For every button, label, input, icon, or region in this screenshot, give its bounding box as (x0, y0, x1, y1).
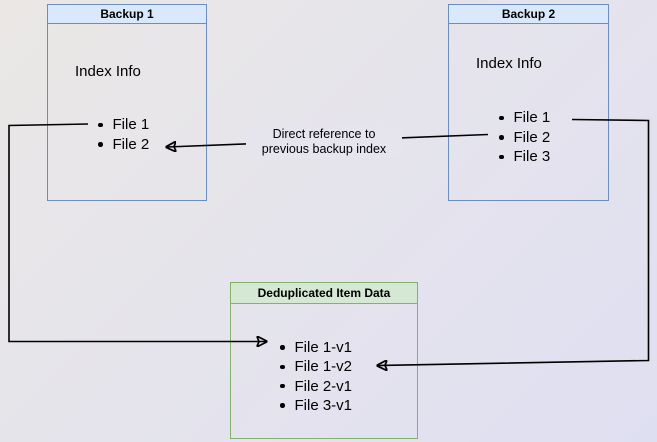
bullet-icon (280, 383, 285, 389)
edge-label-line2: previous backup index (261, 141, 387, 156)
node-backup2-file-list: File 1 File 2 File 3 (499, 108, 550, 167)
bullet-icon (499, 135, 504, 140)
list-item: File 2 (98, 135, 149, 155)
bullet-icon (499, 154, 504, 159)
node-dedup-item-data: Deduplicated Item Data File 1-v1 File 1-… (230, 282, 418, 439)
list-item-label: File 1-v1 (294, 339, 353, 357)
list-item-label: File 2 (513, 128, 551, 146)
list-item-label: File 3-v1 (294, 396, 353, 414)
bullet-icon (280, 345, 285, 350)
node-dedup-title: Deduplicated Item Data (231, 283, 417, 304)
list-item-label: File 2 (112, 135, 150, 153)
list-item-label: File 3 (513, 148, 551, 166)
list-item: File 3 (499, 147, 550, 167)
list-item: File 1 (499, 108, 550, 128)
node-backup1: Backup 1 Index Info File 1 File 2 (47, 4, 207, 201)
node-backup1-subtitle: Index Info (75, 63, 141, 80)
edge-label-line1: Direct reference to (272, 127, 376, 141)
node-backup2: Backup 2 Index Info File 1 File 2 File 3 (448, 4, 609, 201)
edge-label-direct-reference: Direct reference to previous backup inde… (246, 126, 402, 158)
list-item: File 3-v1 (280, 396, 352, 415)
node-backup2-subtitle: Index Info (476, 55, 542, 72)
list-item: File 1-v1 (280, 338, 352, 357)
list-item: File 1 (98, 115, 149, 135)
list-item-label: File 1 (513, 109, 551, 127)
list-item: File 2-v1 (280, 377, 352, 396)
node-backup2-title: Backup 2 (449, 5, 608, 24)
node-backup1-file-list: File 1 File 2 (98, 115, 149, 154)
node-backup1-title: Backup 1 (48, 5, 206, 24)
node-dedup-file-list: File 1-v1 File 1-v2 File 2-v1 File 3-v1 (280, 338, 352, 415)
bullet-icon (280, 364, 285, 370)
list-item: File 2 (499, 128, 550, 148)
bullet-icon (98, 142, 103, 147)
list-item: File 1-v2 (280, 357, 352, 376)
bullet-icon (98, 122, 103, 127)
list-item-label: File 1-v2 (294, 358, 353, 376)
list-item-label: File 1 (112, 116, 150, 134)
bullet-icon (280, 403, 285, 408)
bullet-icon (499, 115, 504, 120)
list-item-label: File 2-v1 (294, 377, 353, 395)
